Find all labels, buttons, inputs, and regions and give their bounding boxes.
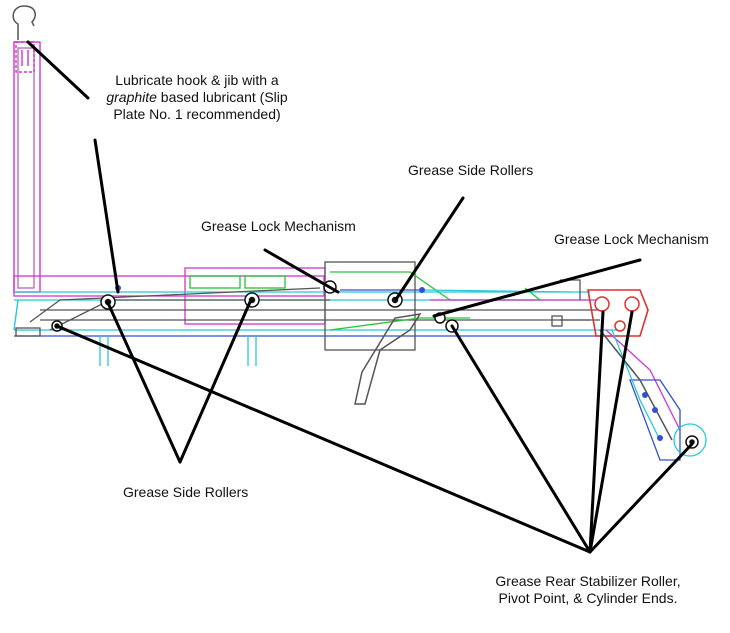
hook-lube-line1: Lubricate hook & jib with a [115,72,279,88]
leader-lines [26,40,694,554]
rear-line1: Grease Rear Stabilizer Roller, [495,573,681,589]
hook-lube-label: Lubricate hook & jib with a graphite bas… [92,72,302,123]
hook-lube-line2: graphite based lubricant (Slip [92,89,302,106]
side-rollers-top-label: Grease Side Rollers [408,162,534,178]
leader-rear-1 [55,324,592,554]
rear-section [551,289,707,461]
rear-line2: Pivot Point, & Cylinder Ends. [498,590,678,606]
leader-lock-right [432,258,642,318]
jib-arm [12,5,41,331]
rear-red-2 [624,296,640,312]
hook-lube-line3: Plate No. 1 recommended) [113,106,281,122]
leader-side-rollers-top [395,196,465,300]
main-frame [13,267,620,366]
leader-rear-2 [450,324,592,554]
leader-hook-2 [93,138,120,294]
leader-side-1 [106,301,182,464]
leader-side-2 [178,300,252,464]
side-rollers-bottom-label: Grease Side Rollers [123,484,249,500]
lock-mechanism-left-label: Grease Lock Mechanism [201,218,356,234]
jib-inner [17,47,35,289]
graphite-text: graphite [106,89,157,105]
hook-lube-line2-rest: based lubricant (Slip [156,89,288,105]
leader-rear-4 [588,310,634,554]
lock-mechanism-right-label: Grease Lock Mechanism [554,231,709,247]
hook-block [15,41,35,73]
leader-rear-5 [588,442,694,554]
rear-red-1 [594,296,610,312]
leader-rear-3 [588,310,605,554]
blue-fittings [115,285,663,441]
rear-stabilizer-label: Grease Rear Stabilizer Roller, Pivot Poi… [478,573,698,607]
hook-outline [12,5,37,40]
rear-red-3 [614,320,626,332]
leader-lock-left [263,248,340,294]
leader-hook [26,40,90,100]
